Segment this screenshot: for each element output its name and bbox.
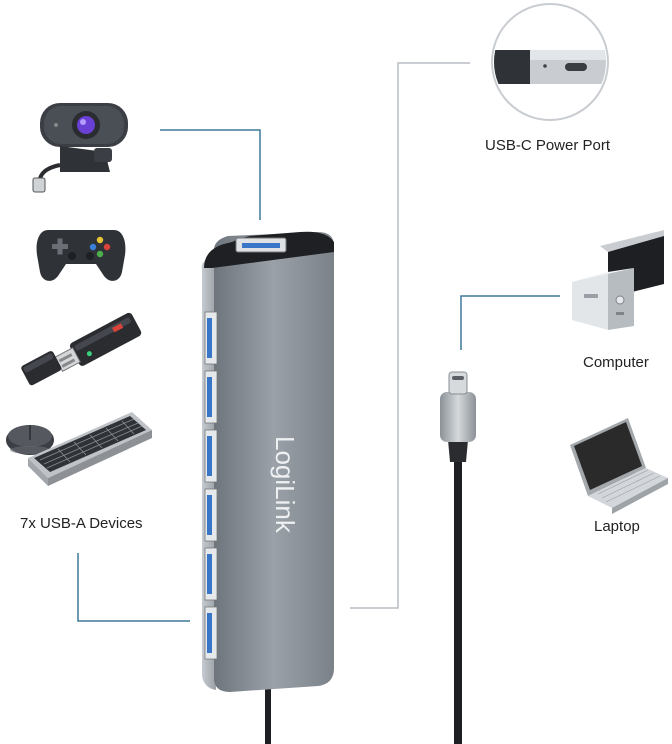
webcam-callout-line [160,129,261,220]
game-controller-icon [36,230,126,281]
computer-callout-line [460,295,560,350]
power-port-closeup [491,3,609,121]
power-port-callout-line [350,62,470,609]
webcam-icon [32,103,128,193]
usb-c-cable [440,371,476,744]
top-usb-a-port [235,237,287,253]
side-usb-a-ports [204,311,218,660]
usb-a-port [204,370,218,424]
brand-logo: LogiLink [270,436,300,534]
usb-wifi-adapter-icon [21,312,142,386]
usb-hub [201,231,334,692]
laptop-label: Laptop [594,518,640,535]
usb-c-power-port-label: USB-C Power Port [485,137,611,154]
usb-a-port [204,488,218,542]
usb-a-port [204,311,218,365]
usb-a-port [204,606,218,660]
mouse-icon [6,425,54,455]
keyboard-icon [28,412,152,486]
usb-a-port [204,547,218,601]
callout-lines [77,62,560,622]
usb-a-devices-label: 7x USB-A Devices [20,515,143,532]
usb-a-port [204,429,218,483]
computer-label: Computer [583,354,649,371]
laptop-icon [570,418,668,514]
devices-callout-line [77,553,190,622]
computer-icon [572,230,664,330]
